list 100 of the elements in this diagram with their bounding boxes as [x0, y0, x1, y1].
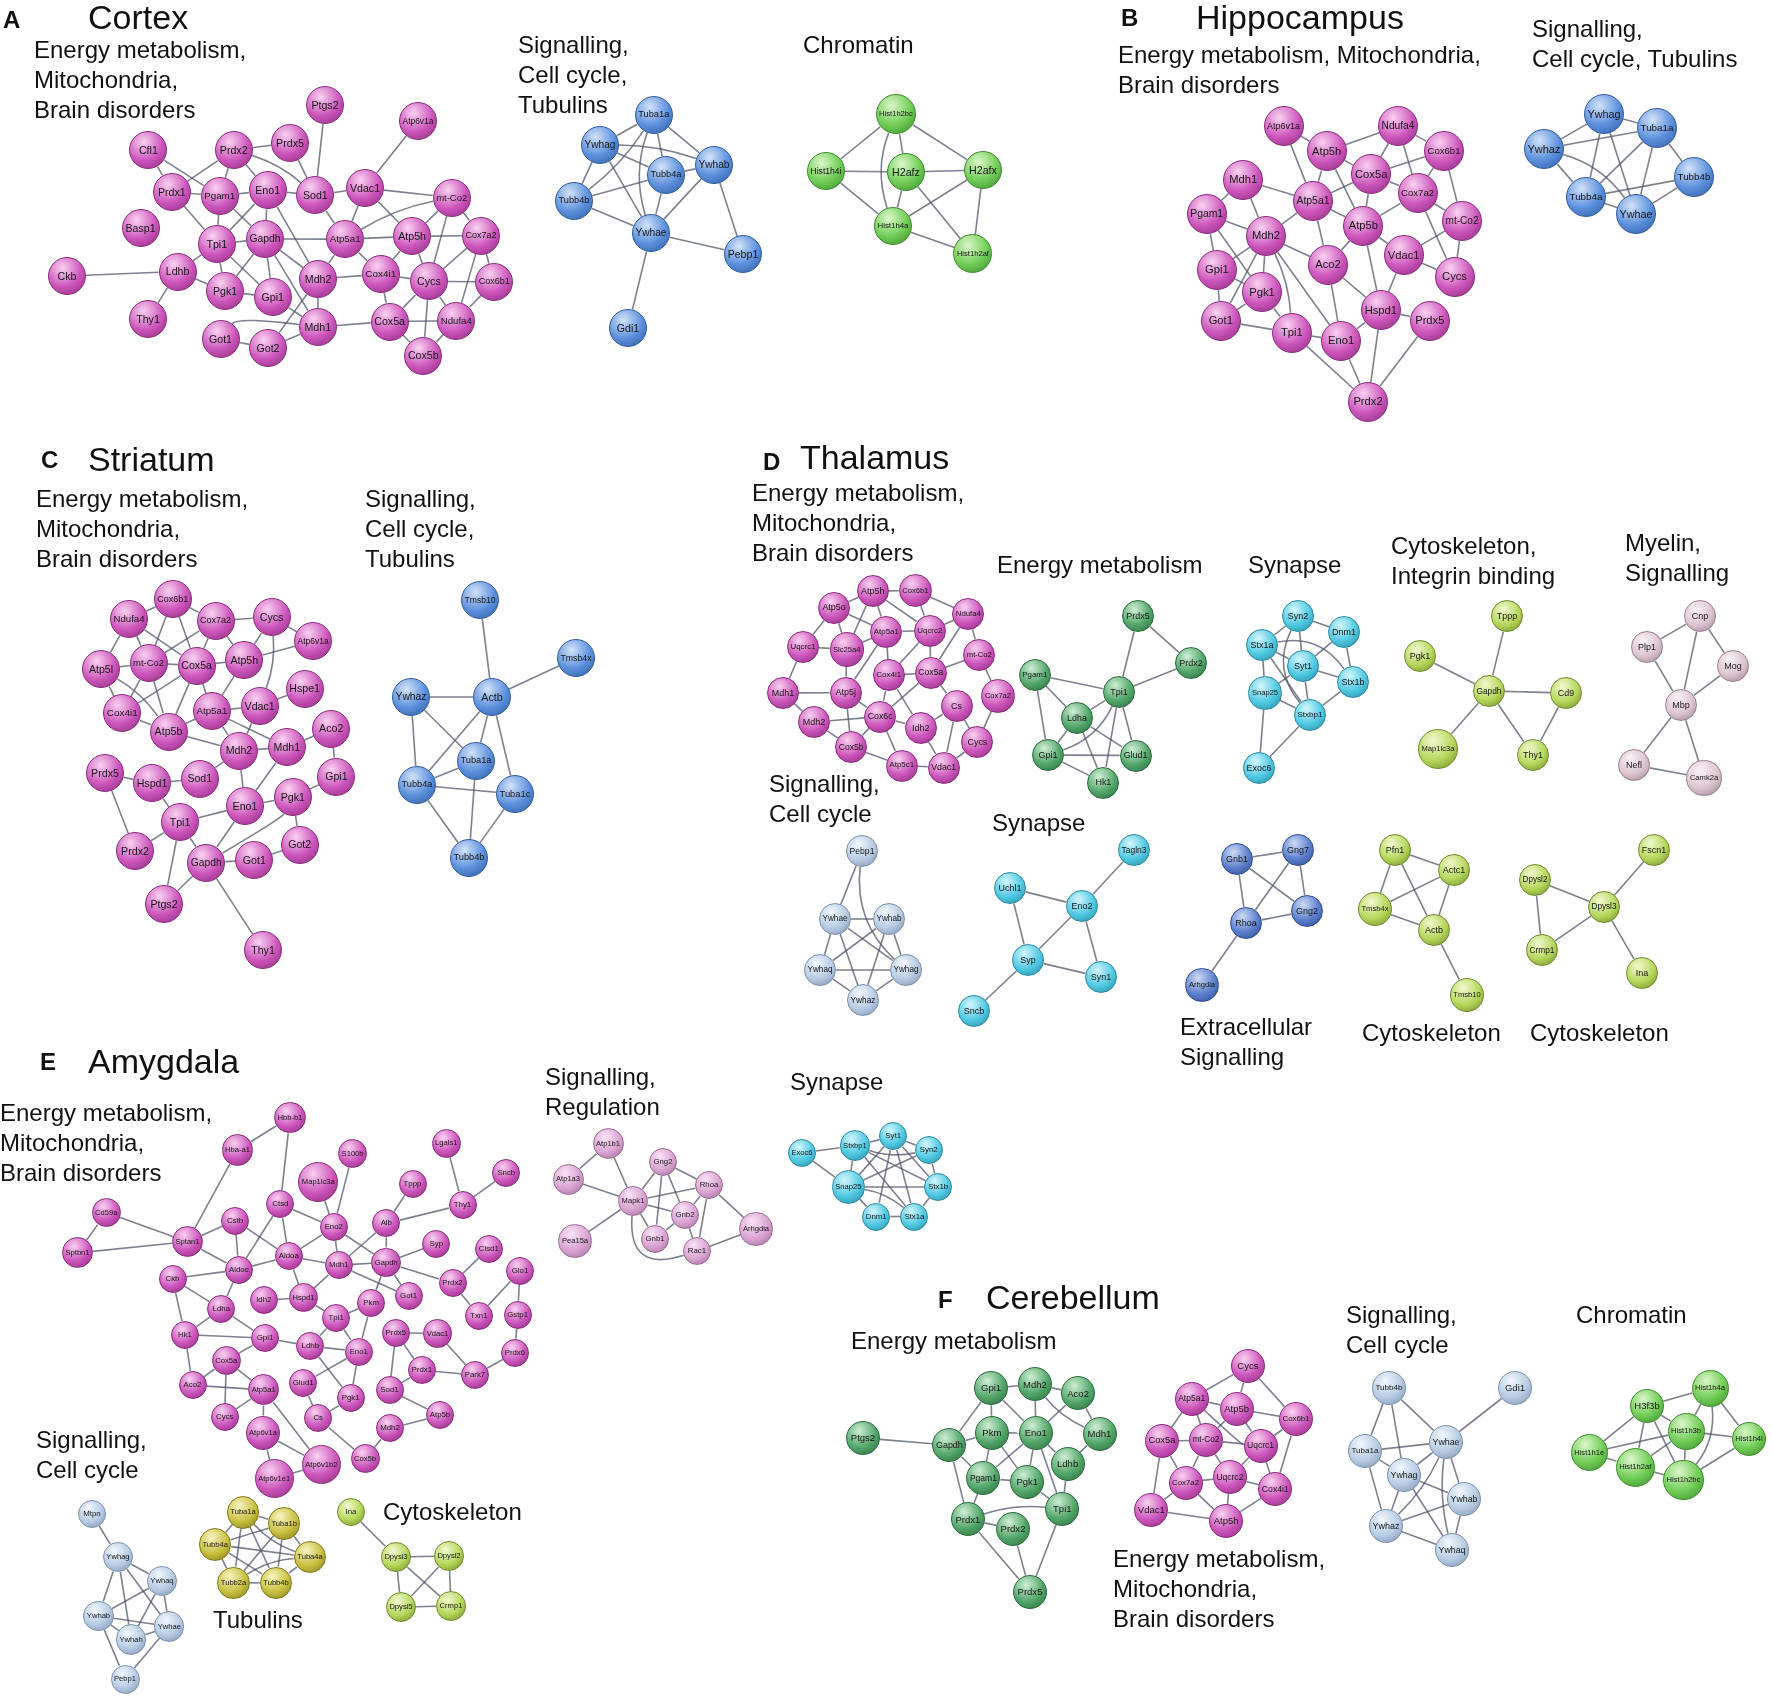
protein-node: Cnp	[1684, 600, 1716, 632]
protein-node: Uchl1	[994, 872, 1026, 904]
protein-node: Cycs	[1230, 1349, 1265, 1384]
protein-node: Dnm1	[1328, 616, 1360, 648]
protein-node: Prdx2	[214, 131, 253, 169]
protein-node: Stx1a	[1246, 629, 1278, 661]
protein-node: Pgam1	[1186, 194, 1227, 235]
protein-node: Prdx5	[271, 124, 309, 162]
protein-node: Vdac1	[346, 169, 384, 207]
protein-node: Syp	[1012, 944, 1044, 976]
protein-node: Uqcrc2	[1212, 1460, 1247, 1495]
protein-node: Ina	[1626, 957, 1658, 989]
protein-node: Pkm	[974, 1415, 1009, 1450]
protein-node: Prdx5	[1122, 600, 1154, 632]
protein-node: Tpi1	[197, 224, 236, 263]
protein-node: Atp5c1	[885, 749, 918, 782]
protein-node: Tppp	[1491, 600, 1523, 632]
protein-node: Eno1	[1018, 1416, 1053, 1451]
protein-node: Eno2	[1066, 890, 1098, 922]
protein-node: Atp5a1	[1174, 1381, 1209, 1416]
protein-node: Atp6v1a	[1263, 106, 1304, 146]
protein-node: Gdi1	[1498, 1371, 1532, 1405]
protein-node: Sod1	[180, 759, 219, 798]
protein-node: Cs	[940, 690, 973, 722]
protein-node: Hspd1	[1360, 290, 1401, 331]
protein-node: mt-Co2	[129, 643, 168, 682]
protein-node: Cox4i1	[872, 659, 905, 692]
protein-node: Gdi1	[609, 309, 647, 347]
protein-node: Plp1	[1631, 631, 1663, 663]
protein-node: Gapdh	[932, 1428, 967, 1463]
protein-node: Gng7	[1282, 834, 1314, 866]
cluster-label: Cytoskeleton	[383, 1497, 522, 1527]
protein-node: Atp5b	[149, 712, 188, 751]
panel-title: Thalamus	[800, 440, 950, 474]
protein-node: Pgk1	[1404, 640, 1436, 672]
protein-node: Tubb4a	[647, 156, 685, 194]
protein-node: Glud1	[1119, 739, 1152, 772]
cluster-label: Signalling, Regulation	[545, 1062, 660, 1122]
protein-node: Cox6b1	[1424, 130, 1464, 171]
panel-letter: B	[1121, 6, 1139, 30]
protein-node: Tubb4b	[555, 182, 593, 220]
protein-node: Aco2	[1308, 245, 1348, 285]
protein-node: Cox6c	[864, 700, 897, 733]
protein-node: Ywhag	[581, 126, 619, 164]
protein-node: Eno1	[248, 171, 287, 210]
protein-node: Ywhag	[890, 954, 922, 986]
protein-node: Tagln3	[1118, 834, 1150, 866]
protein-node: Atp5l	[82, 650, 120, 689]
protein-node: Mdh1	[267, 728, 306, 767]
cluster-label: Energy metabolism, Mitochondria, Brain disorders	[0, 1098, 213, 1188]
protein-node: Pgk1	[206, 272, 245, 311]
protein-node: Aco2	[312, 709, 351, 748]
cluster-label: Signalling, Cell cycle	[1346, 1300, 1457, 1360]
protein-node: Pgk1	[1010, 1464, 1045, 1499]
protein-node: Prdx2	[1348, 382, 1388, 422]
protein-node: Ywhab	[873, 903, 905, 935]
protein-node: Stxbp1	[1294, 699, 1326, 731]
protein-node: Tuba1a	[634, 96, 673, 134]
protein-node: Ywhaq	[804, 954, 836, 986]
protein-node: Gapdh	[246, 220, 284, 258]
protein-node: Prdx2	[116, 832, 154, 870]
protein-node: Eno1	[1321, 320, 1362, 361]
protein-node: Gng2	[1291, 895, 1323, 927]
protein-node: Tuba1c	[496, 775, 534, 813]
cluster-label: Energy metabolism, Mitochondria, Brain disorders	[752, 478, 965, 568]
protein-node: Atp6v1a	[399, 102, 437, 140]
protein-node: Ptgs2	[306, 86, 344, 124]
protein-node: Cox7a2	[1397, 173, 1438, 214]
protein-node: Actc1	[1438, 854, 1470, 886]
protein-node: Atp5h	[856, 575, 889, 608]
protein-node: H2afx	[964, 151, 1002, 189]
protein-node: H2afz	[887, 153, 925, 191]
protein-node: Ndufa4	[1378, 106, 1418, 146]
protein-node: Atp5h	[1306, 131, 1347, 172]
cluster-label: Energy metabolism, Mitochondria, Brain disorders	[1113, 1544, 1326, 1634]
protein-node: Atp6v1a	[294, 622, 333, 661]
protein-node: Atp5a1	[1293, 181, 1333, 221]
protein-node: Mdh2	[1017, 1367, 1052, 1402]
protein-node: Cox5a	[914, 656, 947, 689]
protein-node: Got1	[1200, 300, 1241, 341]
protein-node: Ywhae	[1616, 194, 1656, 234]
protein-node: Ldhb	[1050, 1447, 1085, 1482]
protein-node: Uqcrc1	[1243, 1428, 1278, 1463]
protein-node: Stx1b	[1337, 666, 1369, 698]
protein-node: Got2	[280, 825, 319, 864]
protein-node: Mdh1	[1082, 1416, 1117, 1451]
protein-node: Hspd1	[133, 764, 171, 803]
protein-node: Syn1	[1085, 961, 1117, 993]
cluster-label: Signalling, Cell cycle	[36, 1425, 147, 1485]
cluster-label: Energy metabolism	[997, 550, 1203, 580]
protein-node: Vdac1	[927, 751, 960, 784]
protein-node: Pgk1	[1242, 272, 1283, 313]
protein-node: Ldha	[1061, 702, 1093, 734]
protein-node: Ywhaz	[1524, 129, 1564, 169]
protein-node: Cox5a	[1351, 154, 1392, 195]
cluster-label: Chromatin	[803, 30, 914, 60]
protein-node: Cox5a	[177, 646, 216, 685]
protein-node: Idh2	[904, 712, 937, 744]
protein-node: Cd9	[1550, 677, 1582, 709]
protein-node: Hk1	[1087, 766, 1120, 799]
